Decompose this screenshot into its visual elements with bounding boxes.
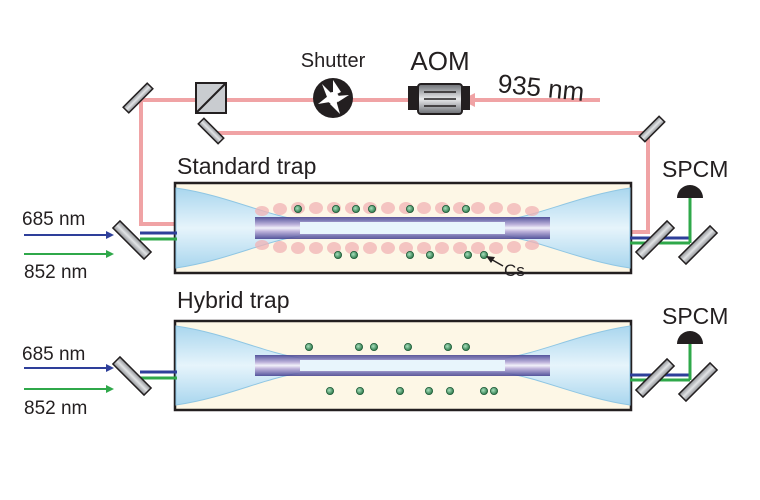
cs-atoms [293, 204, 488, 259]
aom-label: AOM [410, 46, 469, 76]
shutter-icon [313, 78, 353, 118]
standard-trap-chamber [173, 181, 633, 275]
dichroic-mirror-icon [634, 357, 676, 399]
spcm-label-standard: SPCM [662, 156, 728, 182]
input-mirror-icon [111, 219, 153, 261]
mirror-icon [122, 82, 154, 114]
spcm-label-hybrid: SPCM [662, 303, 728, 329]
hybrid-trap-label: Hybrid trap [177, 287, 289, 313]
standard-trap-label: Standard trap [177, 153, 316, 179]
dichroic-mirror-icon [634, 219, 676, 261]
spcm-detector-icon [677, 331, 703, 344]
trap-beam-path [139, 93, 650, 234]
cs-label: Cs [504, 261, 525, 280]
mirror-icon [677, 361, 719, 403]
wavelength-852-label: 852 nm [24, 262, 87, 283]
wavelength-685-label: 685 nm [22, 344, 85, 365]
shutter-label: Shutter [301, 50, 366, 72]
mirror-icon [638, 115, 666, 143]
hybrid-trap-chamber [173, 319, 633, 412]
hybrid-input-beams [24, 364, 177, 393]
spcm-detector-icon [677, 185, 703, 198]
wavelength-852-label: 852 nm [24, 398, 87, 419]
beam-splitter-icon [195, 82, 227, 114]
mirror-icon [677, 224, 719, 266]
standard-input-beams [24, 231, 177, 258]
aom-icon [408, 83, 470, 115]
cs-atoms [304, 342, 498, 395]
input-mirror-icon [111, 355, 153, 397]
mirror-icon [197, 117, 225, 145]
wavelength-685-label: 685 nm [22, 209, 85, 230]
